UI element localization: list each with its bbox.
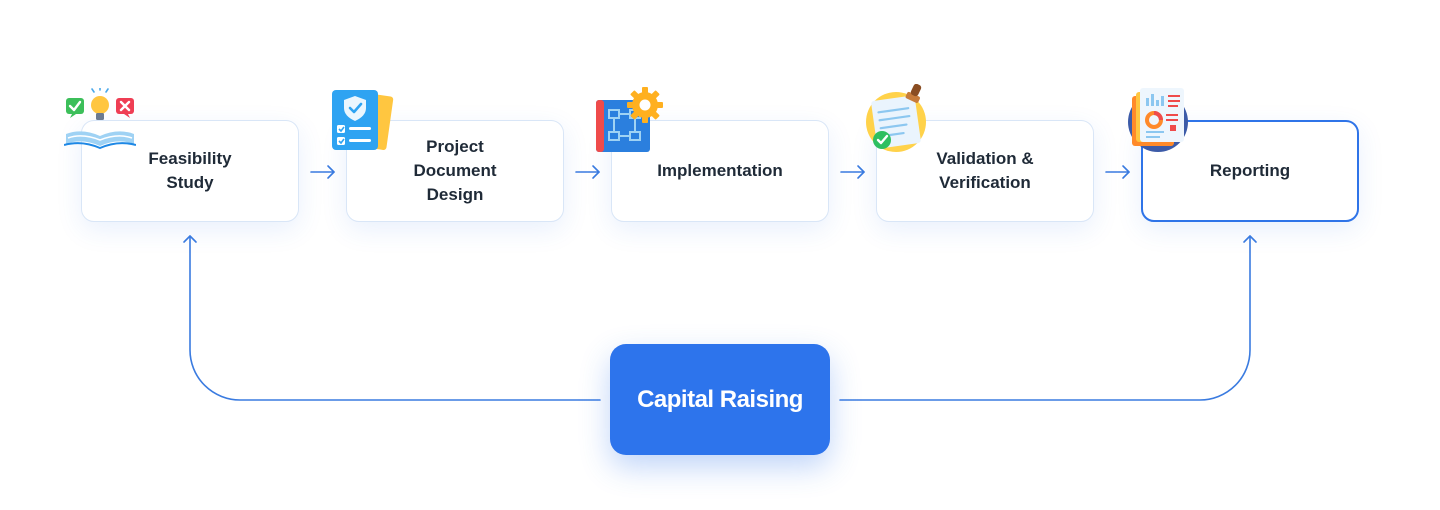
stamped-document-icon	[866, 84, 926, 152]
step-label: Implementation	[657, 161, 783, 180]
capital-raising-node[interactable]: Capital Raising	[610, 344, 830, 455]
blueprint-gear-icon	[596, 87, 663, 152]
step-label: Reporting	[1209, 161, 1291, 180]
step-card-validation-verification[interactable]: Validation & Verification	[876, 120, 1094, 222]
arrow-2-3	[575, 165, 600, 179]
step-label: Feasibility Study	[148, 149, 232, 192]
step-label: Project Document Design	[413, 137, 497, 204]
loop-to-feasibility	[183, 235, 601, 401]
idea-book-icon	[64, 88, 136, 150]
arrow-1-2	[310, 165, 335, 179]
step-card-project-document-design[interactable]: Project Document Design	[346, 120, 564, 222]
report-charts-icon	[1128, 88, 1188, 152]
step-label: Validation & Verification	[936, 149, 1034, 192]
arrow-3-4	[840, 165, 865, 179]
capital-raising-label: Capital Raising	[637, 385, 803, 413]
checklist-shield-icon	[332, 90, 394, 150]
loop-to-reporting	[839, 235, 1257, 401]
arrow-4-5	[1105, 165, 1130, 179]
